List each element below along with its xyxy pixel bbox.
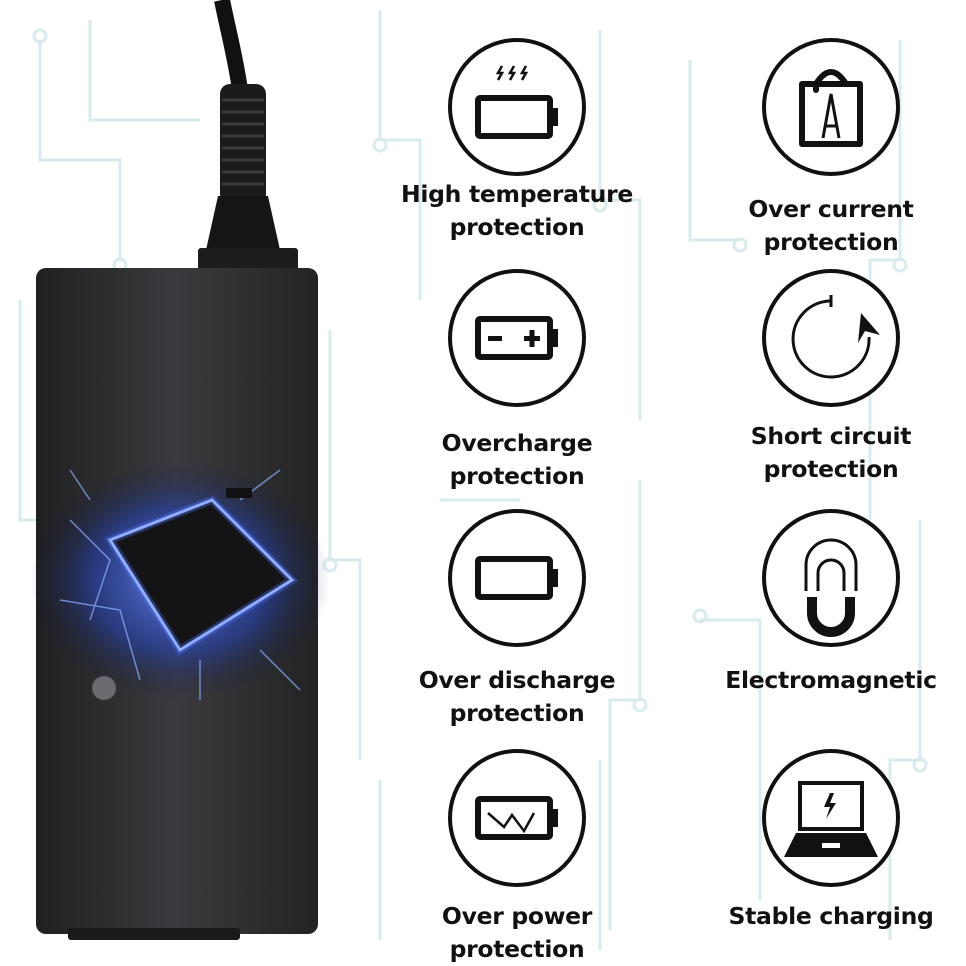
feature-label: Overcharge protection [397, 427, 637, 493]
feature-label-line1: Over discharge [418, 666, 616, 694]
feature-label: Over discharge protection [397, 664, 637, 730]
feature-label-line1: Electromagnetic [725, 666, 937, 694]
chip-icon [30, 460, 330, 700]
feature-label-line1: High temperature [400, 180, 633, 208]
feature-label-line2: protection [763, 455, 899, 483]
feature-label-line2: protection [449, 699, 585, 727]
battery-heat-icon [448, 38, 586, 176]
current-gate-icon [762, 38, 900, 176]
feature-label-line1: Stable charging [728, 902, 934, 930]
power-cable [206, 0, 280, 250]
feature-label-line2: protection [449, 462, 585, 490]
feature-label-line1: Over current [748, 195, 914, 223]
feature-label-line2: protection [763, 228, 899, 256]
cable-strain-relief [198, 248, 298, 272]
battery-empty-icon [448, 509, 586, 647]
feature-label: Over power protection [397, 900, 637, 966]
feature-label: Short circuit protection [711, 420, 951, 486]
magnet-icon [762, 509, 900, 647]
feature-label-line1: Overcharge [441, 429, 593, 457]
feature-label: Electromagnetic [711, 664, 951, 697]
feature-label-line1: Short circuit [750, 422, 912, 450]
power-adapter-image [30, 0, 330, 940]
circular-arrow-icon [762, 269, 900, 407]
feature-label-line1: Over power [441, 902, 593, 930]
feature-label: High temperature protection [397, 178, 637, 244]
battery-zigzag-icon [448, 749, 586, 887]
feature-label: Over current protection [711, 193, 951, 259]
battery-plus-minus-icon [448, 269, 586, 407]
feature-label-line2: protection [449, 213, 585, 241]
feature-label-line2: protection [449, 935, 585, 963]
feature-label: Stable charging [711, 900, 951, 933]
laptop-charging-icon [762, 749, 900, 887]
